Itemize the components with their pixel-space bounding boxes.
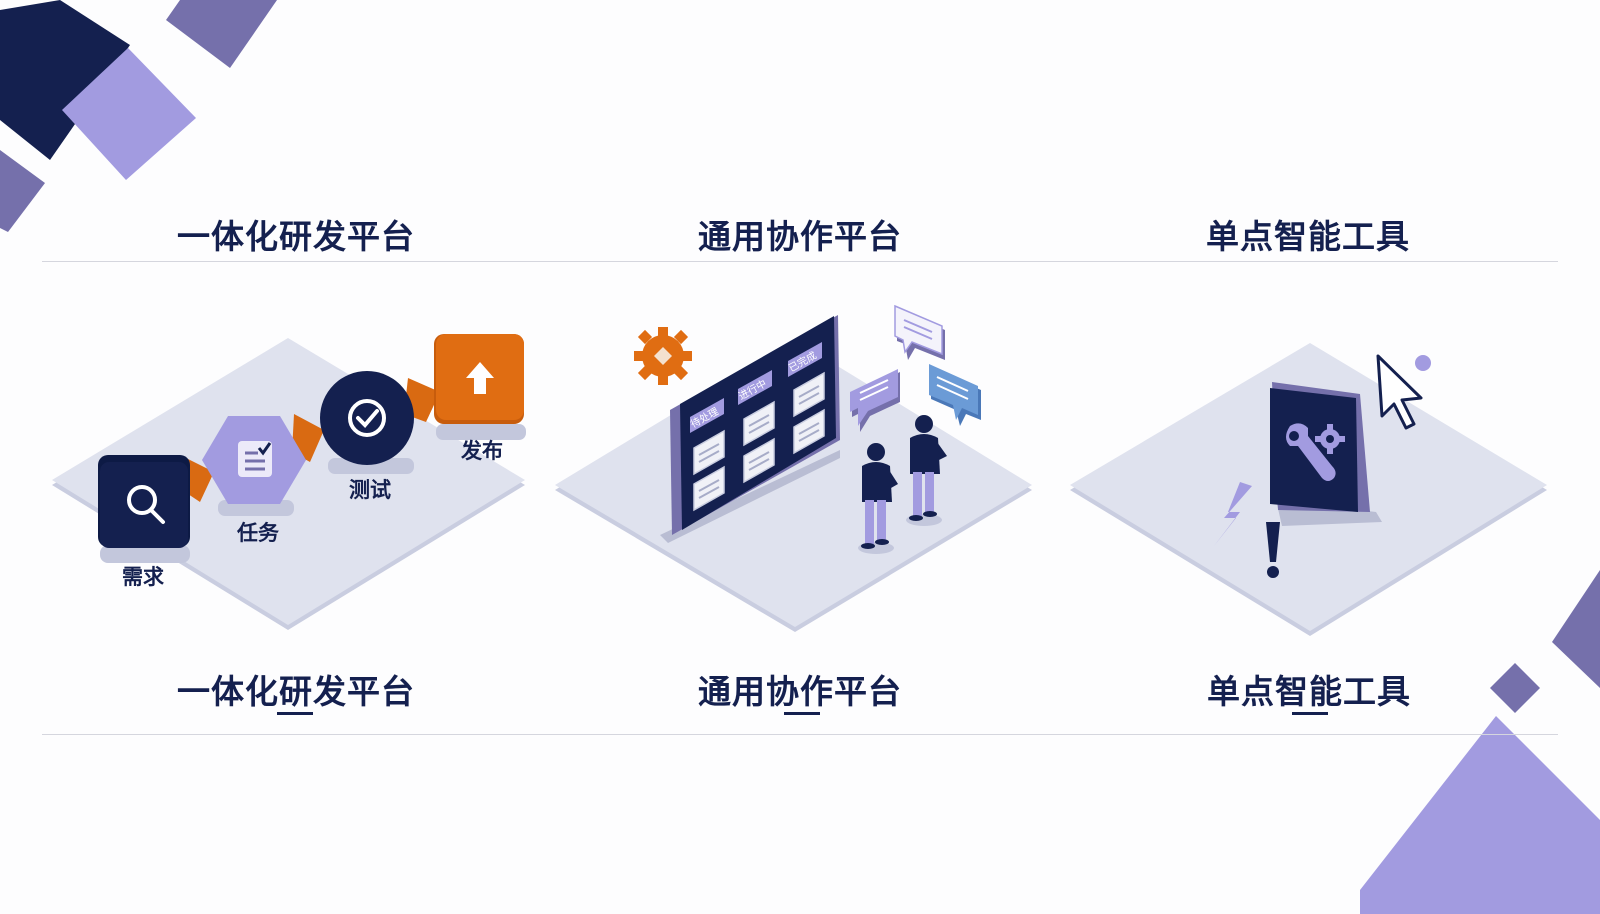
wrench-icon <box>1286 423 1336 481</box>
gear-icon <box>1315 424 1345 454</box>
step-release[interactable]: 发布 <box>434 334 526 463</box>
title-underline <box>1292 712 1328 715</box>
exclamation-icon <box>1266 522 1280 578</box>
tool-block[interactable] <box>1270 382 1382 526</box>
kanban-card-lines <box>698 385 820 499</box>
bottom-right-decoration <box>1360 570 1600 914</box>
platform-dev-pipeline: 需求 任务 <box>52 334 526 630</box>
top-title-collaboration-platform: 通用协作平台 <box>698 217 902 256</box>
title-underline <box>784 712 820 715</box>
step-label-test: 测试 <box>349 478 391 502</box>
step-requirement[interactable]: 需求 <box>98 455 190 589</box>
gear-icon <box>634 327 692 385</box>
top-left-decoration <box>0 0 277 232</box>
chat-bubble-purple-icon <box>850 369 900 432</box>
person-icon <box>858 443 898 554</box>
bottom-divider <box>42 734 1558 735</box>
platform-collaboration: 待处理 进行中 已完成 <box>555 304 1032 632</box>
dot-icon <box>1415 355 1431 371</box>
bottom-title-collaboration-platform: 通用协作平台 <box>698 672 902 711</box>
step-label-release: 发布 <box>460 439 503 463</box>
chat-bubble-icon <box>894 304 945 360</box>
top-title-smart-tools: 单点智能工具 <box>1206 217 1410 256</box>
lightning-icon <box>1214 482 1252 546</box>
search-icon <box>127 485 165 524</box>
upload-arrow-icon <box>466 362 494 394</box>
checklist-icon <box>238 441 272 477</box>
bottom-title-smart-tools: 单点智能工具 <box>1207 672 1411 711</box>
cursor-icon <box>1376 354 1423 430</box>
step-test[interactable]: 测试 <box>320 371 414 502</box>
bottom-title-integrated-platform: 一体化研发平台 <box>177 672 415 711</box>
step-label-task: 任务 <box>236 521 280 545</box>
platform-smart-tools <box>1070 343 1547 636</box>
kanban-cards <box>693 371 825 512</box>
step-task[interactable]: 任务 <box>202 416 306 545</box>
title-underline <box>277 712 313 715</box>
kanban-board[interactable]: 待处理 进行中 已完成 <box>660 315 840 543</box>
check-circle-icon <box>348 399 386 437</box>
step-label-requirement: 需求 <box>122 565 164 589</box>
chat-bubble-blue-icon <box>929 364 981 426</box>
person-icon <box>906 415 947 526</box>
top-title-integrated-platform: 一体化研发平台 <box>177 217 415 256</box>
top-divider <box>42 261 1558 262</box>
